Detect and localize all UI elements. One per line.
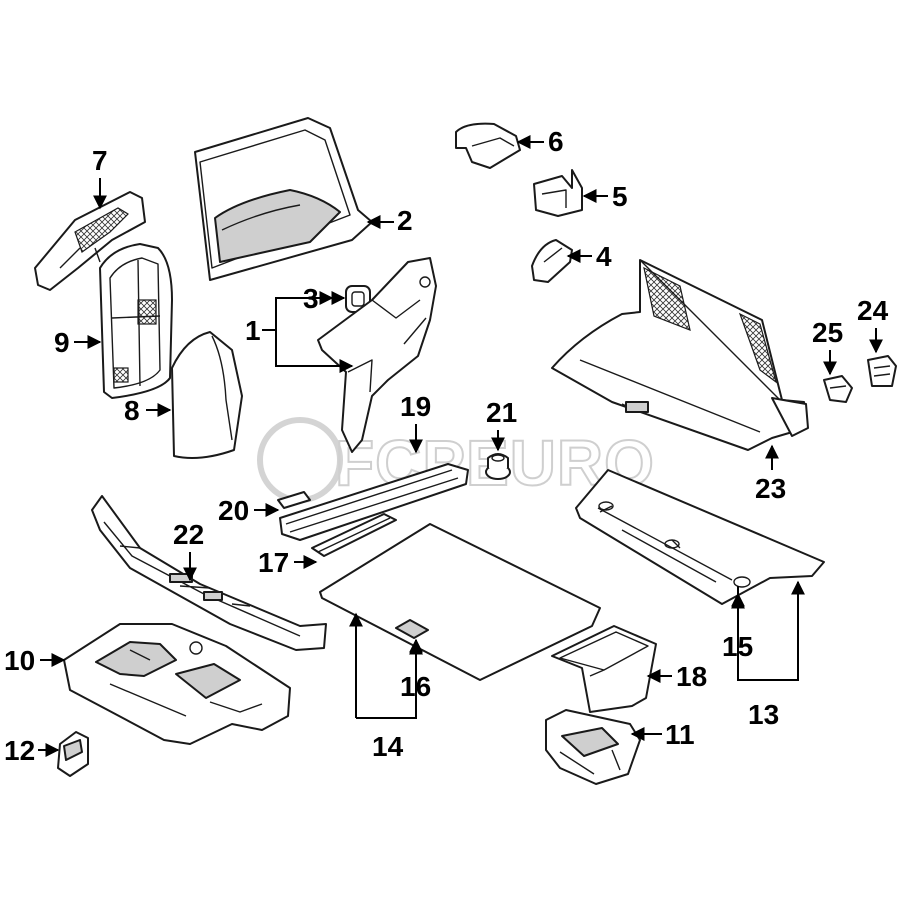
callout-21: 21 [486,397,517,452]
callout-10: 10 [4,645,66,676]
part-10-tool-tray [63,623,291,745]
callout-21-label: 21 [486,397,517,428]
part-13-floor-board [575,469,825,605]
callout-17-label: 17 [258,547,289,578]
callout-14-label: 14 [372,731,404,762]
part-11-bracket [545,709,641,785]
callout-23: 23 [755,444,786,504]
callout-23-label: 23 [755,473,786,504]
callout-20-label: 20 [218,495,249,526]
callout-15-label: 15 [722,631,753,662]
callout-19: 19 [400,391,431,454]
callout-22: 22 [173,519,204,582]
callout-1: 1 [245,291,354,373]
callout-15: 15 [722,592,753,662]
callout-8-label: 8 [124,395,140,426]
callout-16: 16 [400,640,431,702]
callout-13-label: 13 [748,699,779,730]
callout-25-label: 25 [812,317,843,348]
part-6-bracket [455,122,521,169]
part-2-quarter-trim-panel [194,117,373,281]
callout-19-label: 19 [400,391,431,422]
part-1-pillar-trim [317,257,437,453]
callout-4: 4 [566,241,612,272]
callout-2: 2 [366,205,413,236]
callout-12-label: 12 [4,735,35,766]
part-14-cargo-floor-panel [319,523,601,681]
part-20-clip [277,491,311,509]
part-12-plug [57,731,89,777]
part-19-rail [279,463,469,541]
callout-4-label: 4 [596,241,612,272]
part-9-mesh-panel [99,243,173,399]
callout-1-label: 1 [245,315,261,346]
callout-11-label: 11 [665,719,695,750]
part-21-grommet [485,453,511,480]
callout-22-label: 22 [173,519,204,550]
part-4-hook [531,239,573,283]
callout-6-label: 6 [548,126,564,157]
part-18-storage-bin [551,625,657,713]
callout-17: 17 [258,547,318,578]
callout-5-label: 5 [612,181,628,212]
callout-11: 11 [630,719,695,750]
callout-18: 18 [646,661,707,692]
part-23-cargo-cover-net [551,259,809,451]
callout-12: 12 [4,735,60,766]
part-25-clip [823,375,853,403]
callout-7: 7 [92,145,108,210]
callout-16-label: 16 [400,671,431,702]
callout-6: 6 [516,126,564,157]
callout-25: 25 [812,317,843,376]
part-22-sill-plate [91,495,327,651]
part-8-side-trim-block [171,331,243,459]
part-16-floor-handle [395,619,429,639]
callout-9: 9 [54,327,102,358]
callout-10-label: 10 [4,645,35,676]
callout-18-label: 18 [676,661,707,692]
callout-24-label: 24 [857,295,889,326]
part-5-bracket [533,169,583,217]
callout-3: 3 [303,283,346,314]
callout-20: 20 [218,495,280,526]
callout-5: 5 [582,181,628,212]
part-24-clip [867,355,897,387]
part-17-strip [311,513,397,557]
callout-24: 24 [857,295,889,354]
callout-9-label: 9 [54,327,70,358]
callout-7-label: 7 [92,145,108,176]
callout-2-label: 2 [397,205,413,236]
callout-3-label: 3 [303,283,319,314]
callout-8: 8 [124,395,172,426]
